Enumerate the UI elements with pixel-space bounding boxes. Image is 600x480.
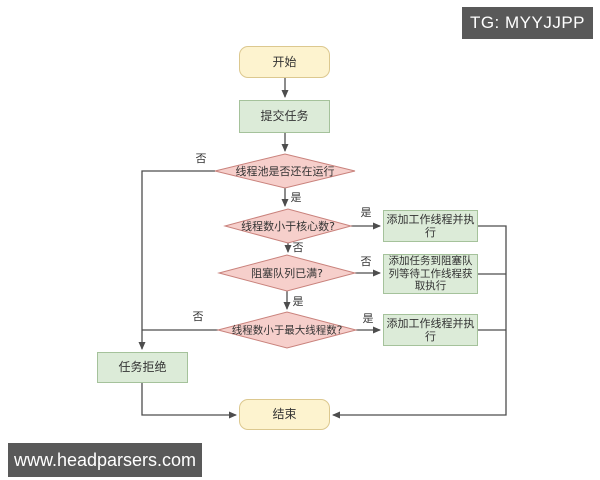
- submit-task-node: 提交任务: [239, 100, 330, 133]
- add-to-queue-node: 添加任务到阻塞队列等待工作线程获取执行: [383, 254, 478, 294]
- pool-running-diamond: [214, 153, 356, 189]
- edge-pool-running-no-to-reject: [138, 170, 215, 350]
- start-node: 开始: [239, 46, 330, 78]
- telegram-watermark-badge: TG: MYYJJPP: [462, 7, 593, 39]
- max-check-diamond: [216, 311, 358, 349]
- add-worker-node-1: 添加工作线程并执行: [383, 210, 478, 242]
- flow-edges: [138, 78, 507, 419]
- queue-full-diamond: [217, 254, 357, 292]
- edge-right-merge-to-end: [332, 225, 507, 419]
- edge-reject-to-end: [141, 383, 237, 419]
- add-worker-node-2: 添加工作线程并执行: [383, 314, 478, 346]
- end-node: 结束: [239, 399, 330, 430]
- reject-task-node: 任务拒绝: [97, 352, 188, 383]
- website-watermark-badge: www.headparsers.com: [8, 443, 202, 477]
- core-check-diamond: [223, 208, 353, 244]
- decision-shapes: [214, 153, 358, 349]
